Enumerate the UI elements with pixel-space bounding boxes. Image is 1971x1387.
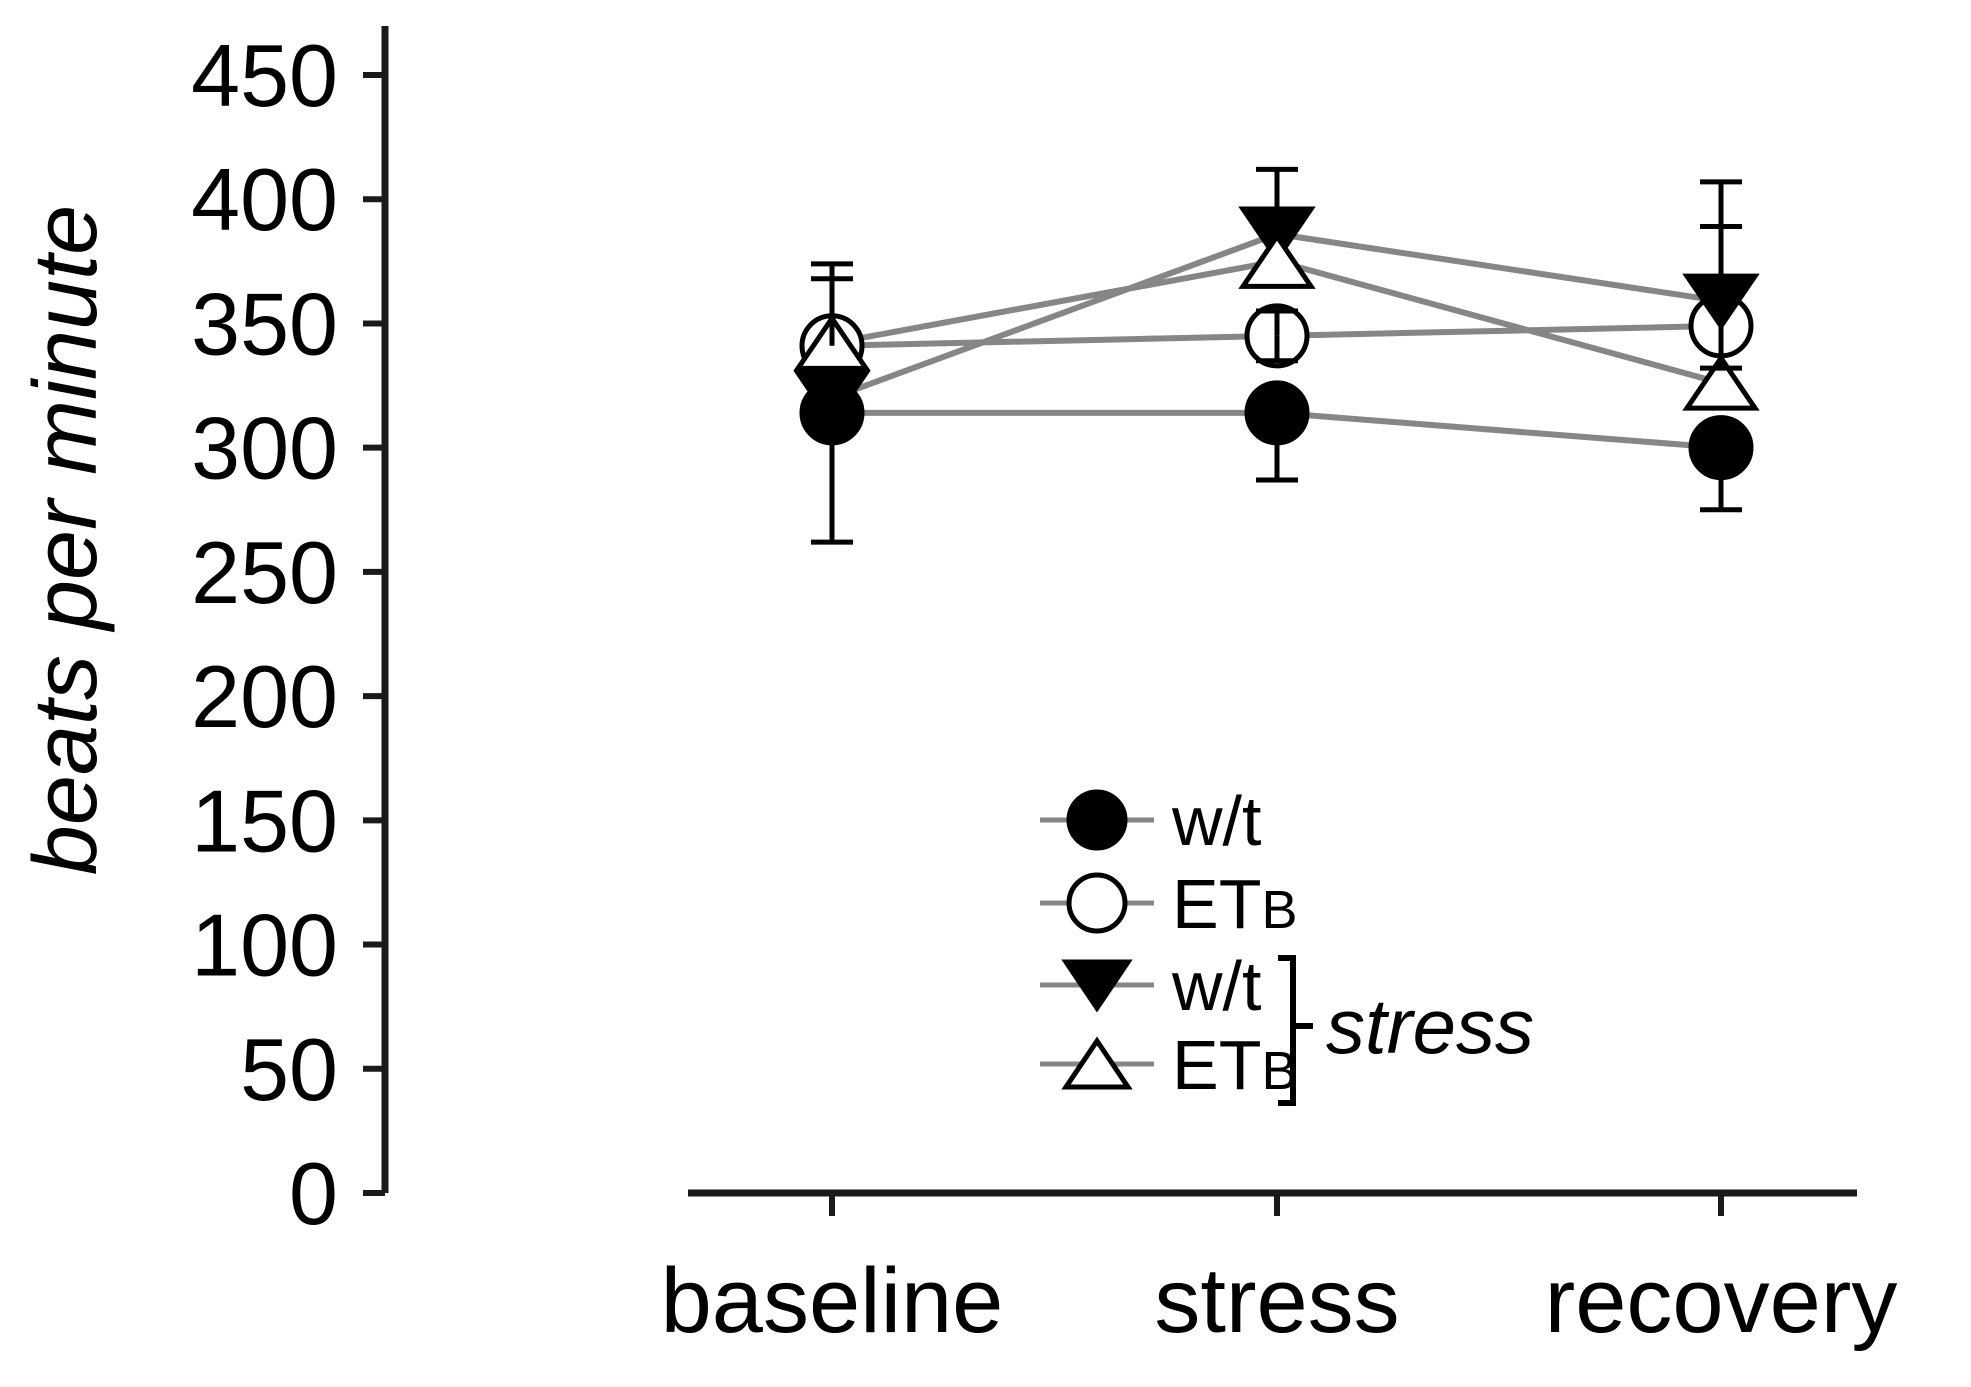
x-tick-label-stress: stress	[1154, 1250, 1399, 1352]
legend-label-wt-stress: w/t	[1171, 947, 1261, 1025]
y-tick-label: 200	[191, 647, 338, 746]
y-tick-label: 250	[191, 523, 338, 622]
y-tick-label: 450	[191, 26, 338, 125]
y-tick-label: 100	[191, 896, 338, 995]
legend-marker-filled-circle	[1066, 789, 1128, 851]
y-tick-label: 300	[191, 399, 338, 498]
data-point-ETB-stress-stress	[1238, 231, 1316, 289]
legend-label-wt: w/t	[1171, 782, 1261, 860]
y-axis-title: beats per minute	[16, 205, 116, 875]
data-point-ETB-stress-recovery	[1682, 353, 1760, 411]
x-tick-label-recovery: recovery	[1545, 1250, 1898, 1352]
x-tick-label-baseline: baseline	[661, 1250, 1004, 1352]
stress-group-bracket	[1278, 955, 1313, 1106]
stress-group-label: stress	[1326, 982, 1534, 1070]
legend-marker-open-circle	[1066, 872, 1128, 934]
axis-ticks-layer: 0 50 100 150 200 250 300 350 400 450	[191, 26, 1724, 1243]
legend-label-etb-stress: ETB	[1172, 1026, 1297, 1104]
y-tick-label: 50	[240, 1020, 338, 1119]
y-tick-label: 400	[191, 150, 338, 249]
y-tick-label: 350	[191, 274, 338, 373]
legend-markers-layer	[1040, 789, 1154, 1090]
data-point-wt-stress-baseline	[793, 370, 871, 428]
y-tick-label: 150	[191, 771, 338, 870]
legend-label-etb: ETB	[1172, 865, 1297, 943]
error-bars-layer	[811, 166, 1742, 545]
y-tick-label: 0	[289, 1144, 338, 1243]
legend-marker-filled-triangle-down	[1061, 959, 1133, 1013]
legend-marker-open-triangle-up	[1061, 1036, 1133, 1090]
